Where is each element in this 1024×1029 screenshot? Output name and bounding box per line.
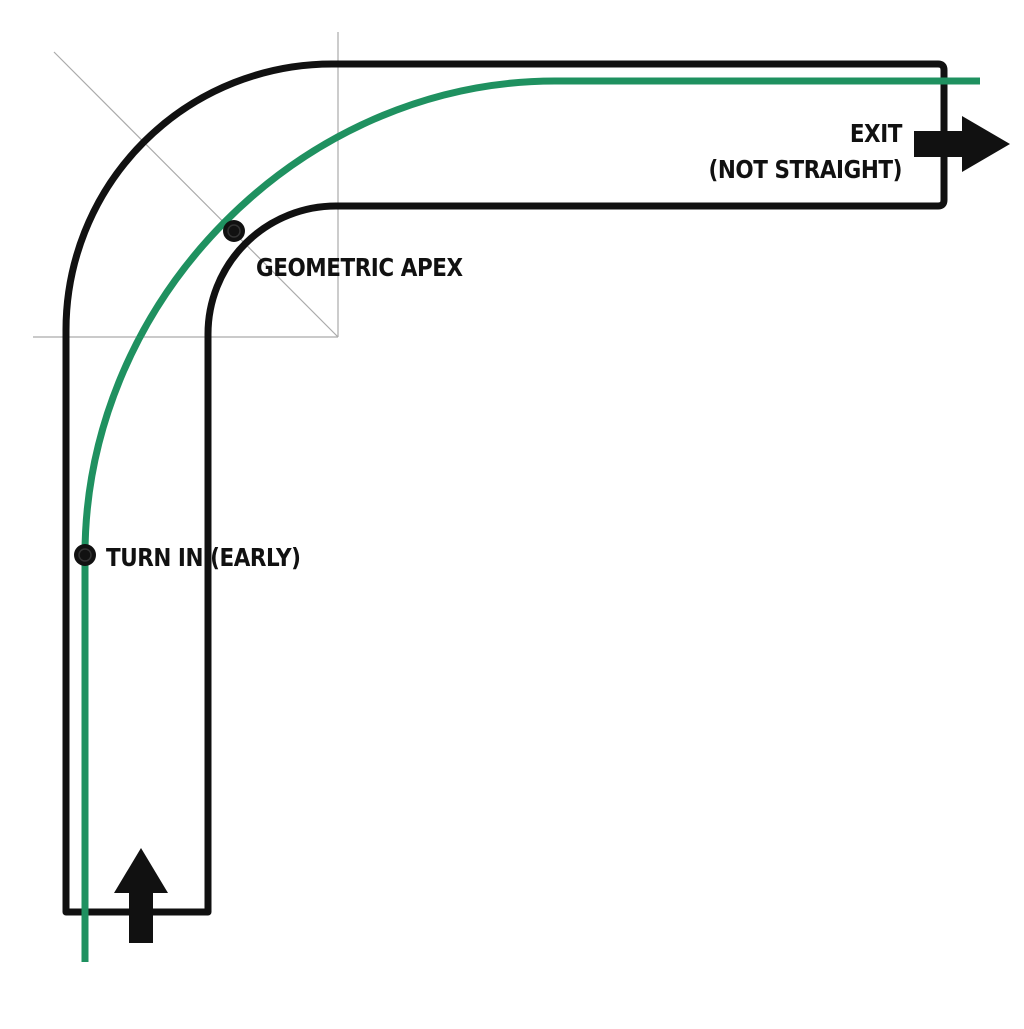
turn-in-label: TURN IN (EARLY) [106, 543, 300, 572]
exit-label-line1: EXIT [850, 119, 903, 148]
turn-in-marker-icon [74, 544, 96, 566]
apex-marker-ring [227, 224, 241, 238]
racing-line [81, 77, 980, 962]
guide-diagonal [53, 51, 339, 338]
turn-in-marker-ring [78, 548, 92, 562]
arrow-up-icon [114, 848, 168, 943]
apex-marker-icon [223, 220, 245, 242]
track-outline [62, 60, 948, 916]
construction-lines [33, 32, 339, 338]
exit-label-line2: (NOT STRAIGHT) [708, 155, 902, 184]
arrow-right-icon [914, 116, 1010, 172]
apex-label: GEOMETRIC APEX [256, 253, 463, 282]
